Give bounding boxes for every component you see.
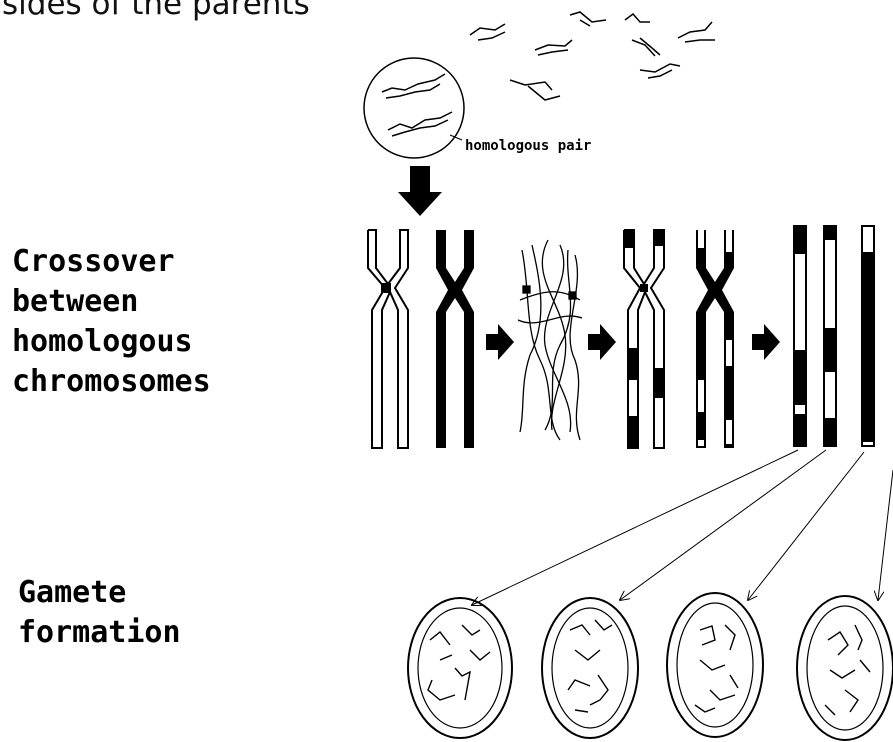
right-arrow-icon xyxy=(486,324,514,360)
recombinant-chromosome xyxy=(696,230,734,448)
gamete-arrows xyxy=(472,450,893,605)
right-arrow-icon xyxy=(588,324,616,360)
gamete-cell xyxy=(542,598,638,738)
recombinant-chromosome xyxy=(624,230,664,448)
gamete-cell xyxy=(408,598,512,738)
crossing-strands xyxy=(518,240,582,440)
right-arrow-icon xyxy=(752,324,780,360)
homologous-pair-circle xyxy=(364,58,464,158)
chromatid xyxy=(794,226,806,446)
black-chromosome xyxy=(436,230,474,448)
down-arrow-icon xyxy=(398,166,442,216)
white-chromosome xyxy=(368,230,408,448)
scattered-chromosomes xyxy=(470,12,715,100)
gamete-cell xyxy=(797,596,893,740)
gamete-cell xyxy=(667,593,763,737)
chromatid xyxy=(862,226,874,446)
chromatid xyxy=(824,226,836,446)
